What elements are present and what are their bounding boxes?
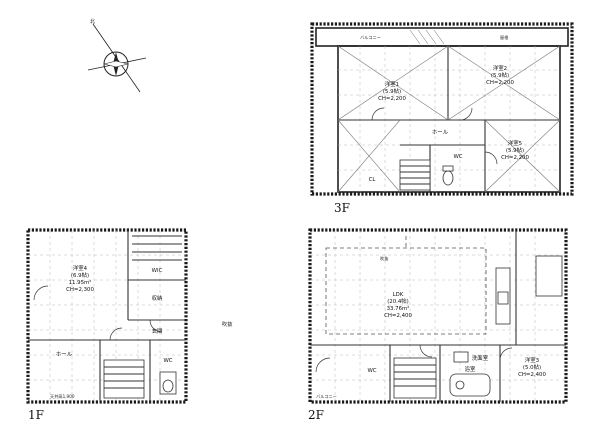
f3-balcony [315,27,569,47]
f2-outer-wall [308,228,568,404]
f2-fridge-area [535,255,563,297]
f1-door-room [109,327,123,341]
f2-ldk-area: (20.4帖) [387,297,409,305]
f3-room1-clearance: CH=2,200 [378,96,406,102]
f3-closet-name: CL [369,177,376,183]
f1-wic-shelves [132,235,182,261]
f3-hall-name: ホール [432,129,449,136]
f2-stair [393,357,437,399]
f3-room2-name: 洋室2 [493,64,507,72]
f3-room1-area: (5.9帖) [383,87,401,95]
f2-ldk-name: LDK [393,292,404,298]
f1-grid [28,230,186,402]
f1-entrance-name: 玄関 [152,327,163,335]
f2-door-room3 [499,347,513,361]
f2-ldk-clearance: CH=2,400 [384,313,412,319]
f2-room3-area: (5.0帖) [523,363,541,371]
f3-roof-label: 屋根 [500,34,509,41]
f3-room2-area: (5.9帖) [491,71,509,79]
f1-toilet-name: WC [163,358,172,364]
f2-bathtub [449,373,491,397]
f1-floor-label: 1F [28,408,44,422]
f3-room5-area: (5.9帖) [506,146,524,154]
f1-outer-wall [26,228,188,404]
void-label: 吹抜 [222,320,233,328]
f3-door-room1 [371,107,385,121]
f3-toilet-name: WC [453,154,462,160]
f3-room5-name: 洋室5 [508,139,522,147]
f2-washroom-name: 洗面室 [472,354,489,362]
f1-wic-name: WIC [152,268,163,274]
f2-bath-name: 浴室 [465,365,476,373]
floor-3f-plan: 洋室1 (5.9帖) CH=2,200 洋室2 (5.9帖) CH=2,200 … [310,22,574,215]
f1-room-name: 洋室4 [73,264,88,272]
f1-hall-name: ホール [56,351,73,358]
f3-balcony-hatch [409,29,445,45]
f2-room3-clearance: CH=2,400 [518,372,546,378]
f2-balcony-label: バルコニー [316,394,337,399]
floor-1f-plan: 洋室4 (6.9帖) 11.95m² CH=2,300 WIC 収納 玄関 ホー… [26,228,188,422]
f2-void-label: 吹抜 [380,255,389,262]
north-label: 北 [90,18,95,25]
north-compass: 北 [87,18,147,93]
f3-inner-frame [337,45,561,193]
f3-balcony-label: バルコニー [360,35,381,40]
f1-storage-name: 収納 [152,294,163,302]
f3-outer-wall [310,22,574,196]
f2-kitchen-sink [497,291,509,305]
f1-room-area-m2: 11.95m² [69,279,92,286]
f2-bath-drain [455,380,465,390]
f3-door-room2 [459,107,473,121]
f3-toilet-tank [442,165,454,172]
f2-floor-label: 2F [308,408,324,422]
f1-door-entrance [149,319,163,333]
f2-wash-basin [453,351,469,363]
f1-toilet-bowl [162,379,174,393]
f2-door-hall [419,344,433,358]
f3-door-room5 [484,151,498,165]
f2-door-balcony [315,357,331,373]
f1-bottom-note: 天井高1,900 [50,393,75,400]
f2-toilet-name: WC [367,368,376,374]
f3-stair [399,159,431,191]
f1-stair [103,359,145,399]
f3-room2-clearance: CH=2,200 [486,80,514,86]
f2-room3-name: 洋室3 [525,356,539,364]
f1-door-window [33,285,49,301]
f3-slope-lines [337,45,561,193]
floor-2f-plan: LDK (20.4帖) 33.76m² CH=2,400 吹抜 洋室3 (5.0… [308,228,568,422]
f2-void-outline [325,247,487,335]
f3-toilet-fixture [442,170,454,186]
f3-room5-clearance: CH=2,200 [501,155,529,161]
f1-room-clearance: CH=2,300 [66,287,94,293]
f2-ldk-area-m2: 33.76m² [387,305,410,312]
f3-floor-label: 3F [334,201,350,215]
f1-room-area: (6.9帖) [71,271,89,279]
f3-room1-name: 洋室1 [385,80,399,88]
compass-crossbar [103,60,129,68]
